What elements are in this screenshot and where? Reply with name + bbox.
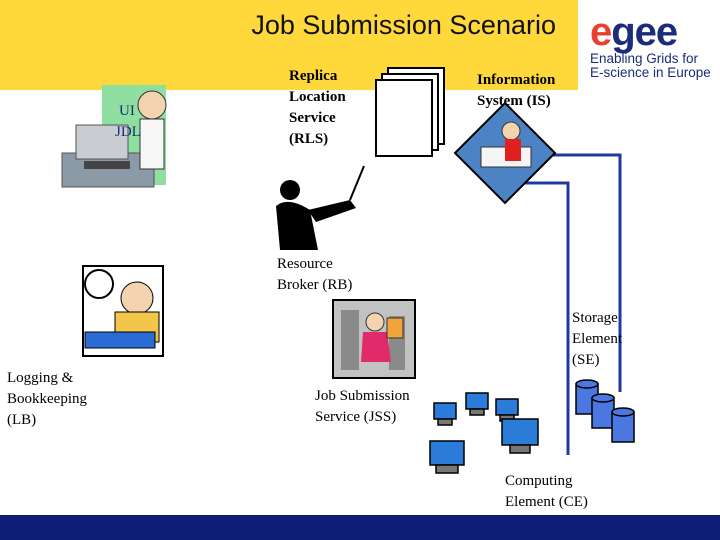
ui-label-line2: JDL xyxy=(115,124,141,140)
logo-tagline-2: E-science in Europe xyxy=(590,65,711,80)
jss-courier-icon xyxy=(332,299,416,379)
lb-clerk-icon xyxy=(82,265,164,357)
title-band xyxy=(0,0,578,90)
rls-document-stack-icon xyxy=(375,67,445,157)
rls-label: Replica Location Service (RLS) xyxy=(289,66,346,150)
egee-logo: egee Enabling Grids for E-science in Eur… xyxy=(590,12,716,92)
rls-label-line1: Replica xyxy=(289,68,338,84)
ui-user-icon xyxy=(61,85,167,188)
ce-label: Computing Element (CE) xyxy=(505,471,588,513)
ce-computer-cluster-icon xyxy=(429,392,539,474)
rls-label-line4: (RLS) xyxy=(289,131,329,147)
page-title: Job Submission Scenario xyxy=(251,10,556,40)
se-database-icon xyxy=(575,379,635,443)
jss-label: Job Submission Service (JSS) xyxy=(315,386,410,428)
rb-label-line2: Broker (RB) xyxy=(277,277,353,293)
footer-band xyxy=(0,515,720,540)
ce-label-line1: Computing xyxy=(505,473,573,489)
jss-label-line1: Job Submission xyxy=(315,388,410,404)
se-label-line3: (SE) xyxy=(572,352,600,368)
rls-label-line2: Location xyxy=(289,89,346,105)
logo-wordmark: egee xyxy=(590,10,678,54)
ce-label-line2: Element (CE) xyxy=(505,494,588,510)
lb-label-line3: (LB) xyxy=(7,412,37,428)
jss-label-line2: Service (JSS) xyxy=(315,409,397,425)
ui-label: UI JDL xyxy=(115,101,141,143)
rb-label: Resource Broker (RB) xyxy=(277,254,352,296)
lb-label-line1: Logging & xyxy=(7,370,74,386)
se-label: Storage Element (SE) xyxy=(572,308,622,371)
se-label-line1: Storage xyxy=(572,310,618,326)
is-label: Information System (IS) xyxy=(477,70,555,112)
is-label-line2: System (IS) xyxy=(477,93,551,109)
logo-tagline-1: Enabling Grids for xyxy=(590,51,699,66)
is-label-line1: Information xyxy=(477,72,556,88)
lb-label-line2: Bookkeeping xyxy=(7,391,87,407)
ui-label-line1: UI xyxy=(119,103,135,119)
rb-label-line1: Resource xyxy=(277,256,333,272)
is-operator-icon xyxy=(453,101,557,205)
lb-label: Logging & Bookkeeping (LB) xyxy=(7,368,87,431)
se-label-line2: Element xyxy=(572,331,622,347)
rb-conductor-icon xyxy=(276,165,365,250)
rls-label-line3: Service xyxy=(289,110,336,126)
